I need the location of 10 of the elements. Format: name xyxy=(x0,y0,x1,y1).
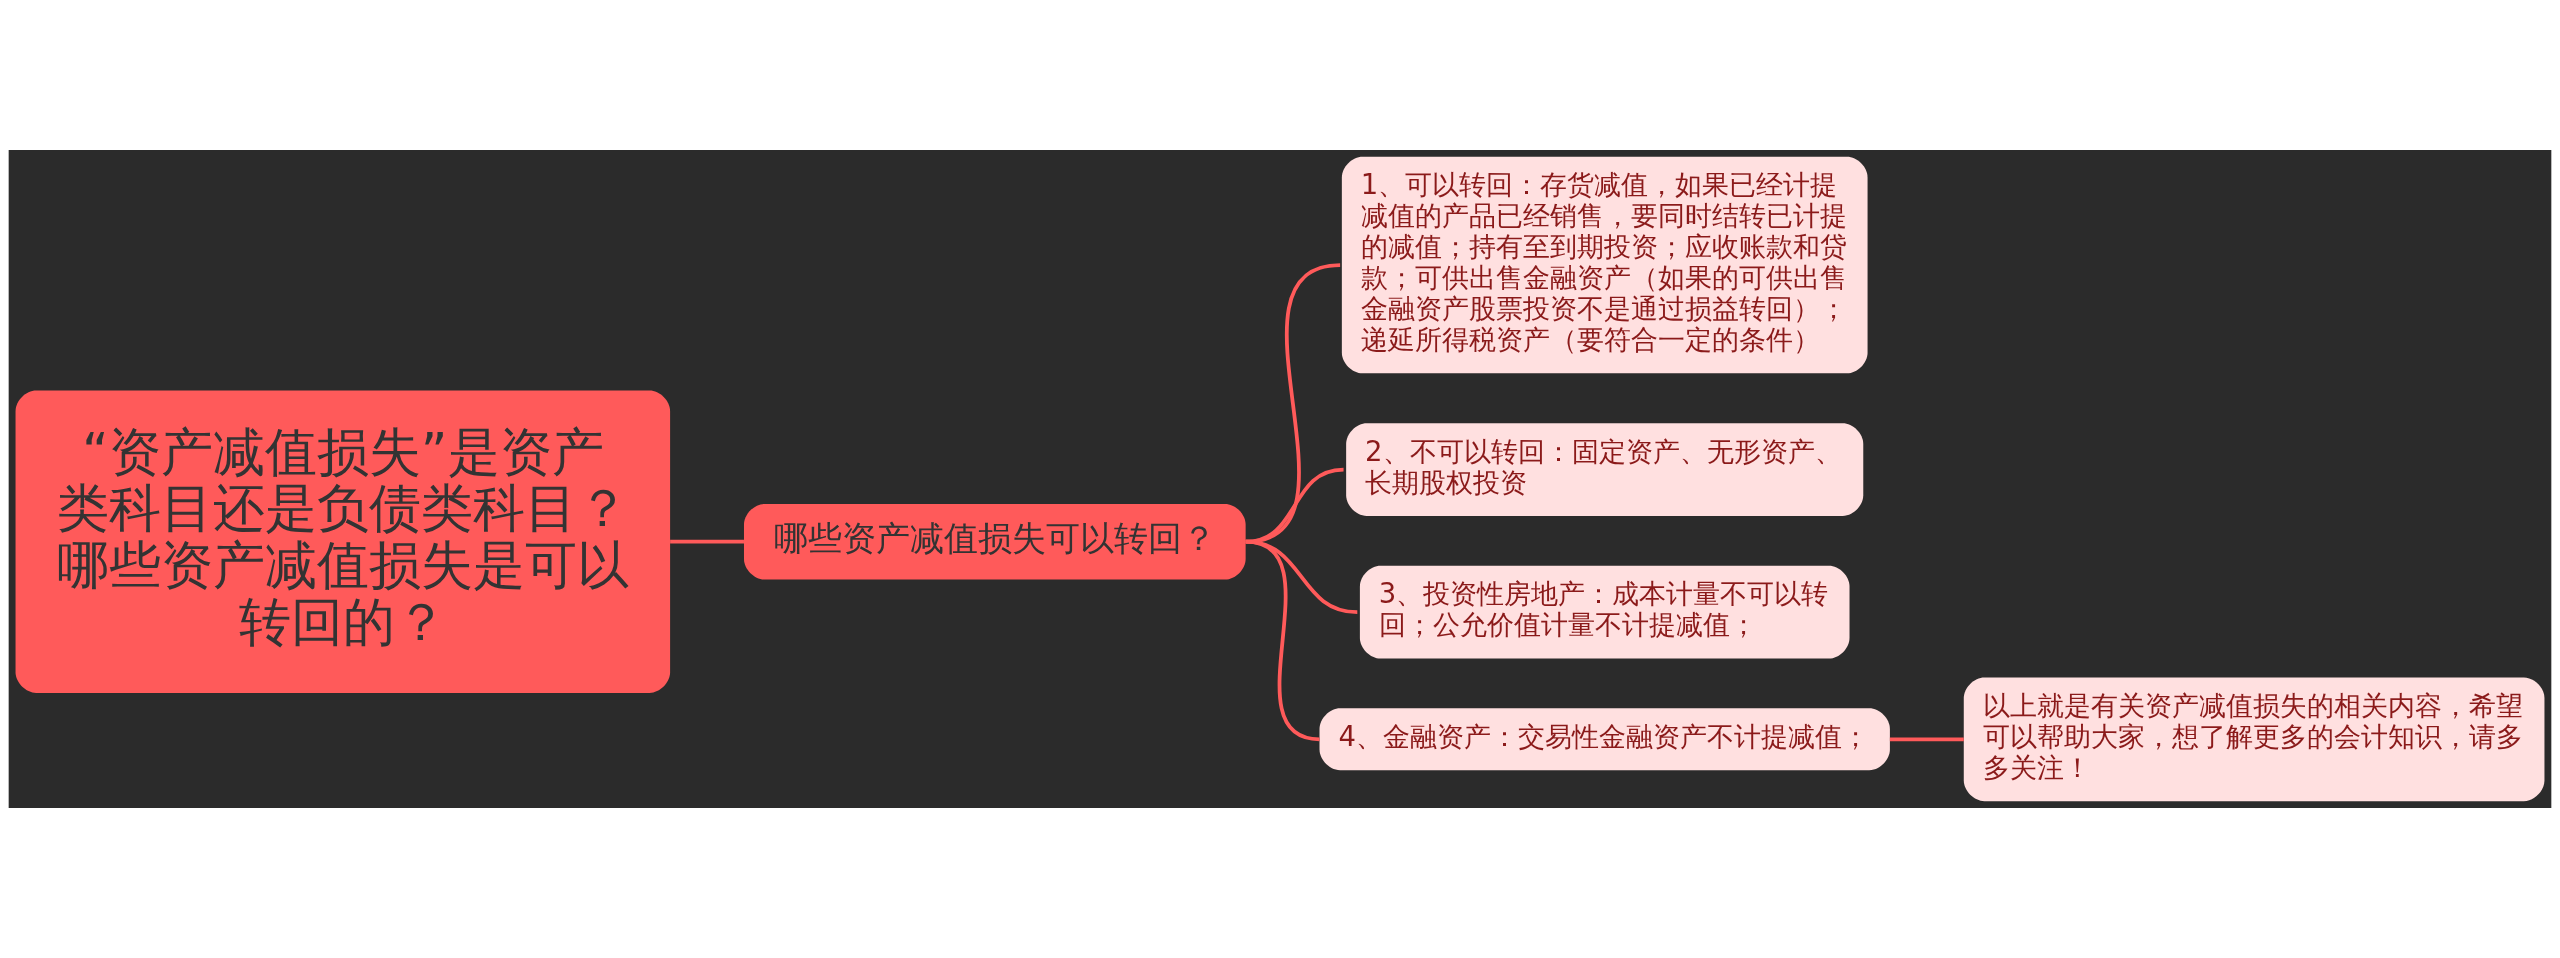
node-box: 1、可以转回：存货减值，如果已经计提减值的产品已经销售，要同时结转已计提的减值；持有至到期投资；应收账款和贷款；可供出售金融资产（如果的可供出售金融资产股票投资不是通过损益转回）；递延所得税资产（要符合一定的条件） xyxy=(1341,156,1868,374)
node-box: 4、金融资产：交易性金融资产不计提减值； xyxy=(1319,708,1890,771)
node-box: 哪些资产减值损失可以转回？ xyxy=(744,503,1246,580)
node-box: 3、投资性房地产：成本计量不可以转回；公允价值计量不计提减值； xyxy=(1359,565,1850,659)
connector xyxy=(1245,539,1320,742)
node-box: 2、不可以转回：固定资产、无形资产、长期股权投资 xyxy=(1346,423,1864,516)
connector xyxy=(670,539,744,544)
node-box: “资产减值损失”是资产类科目还是负债类科目？哪些资产减值损失是可以转回的？ xyxy=(15,390,671,693)
node-box: 以上就是有关资产减值损失的相关内容，希望可以帮助大家，想了解更多的会计知识，请多多关注！ xyxy=(1963,677,2545,802)
connector xyxy=(1889,737,1964,742)
